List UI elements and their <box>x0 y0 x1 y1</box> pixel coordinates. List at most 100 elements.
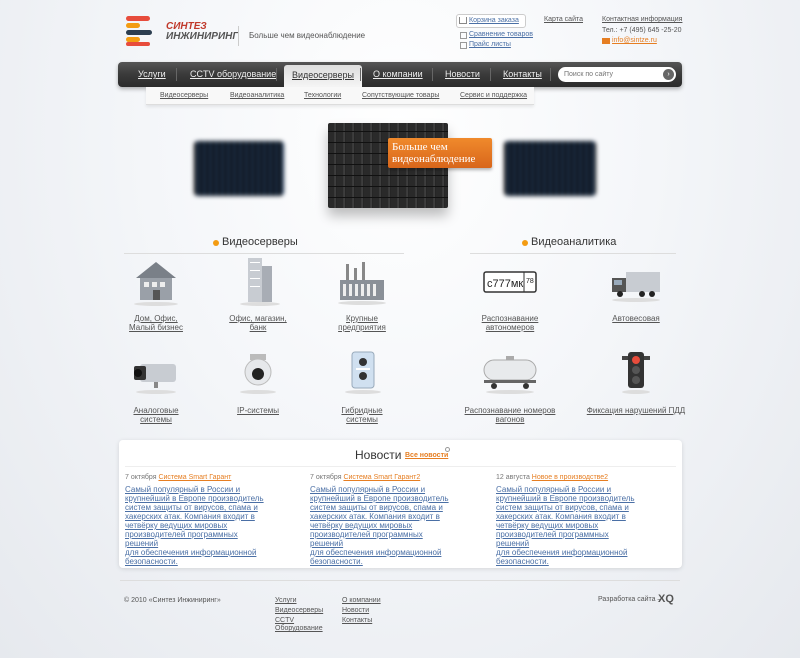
copyright: © 2010 «Синтез Инжиниринг» <box>124 597 221 604</box>
news-source-link[interactable]: Система Smart Гарант2 <box>343 474 421 481</box>
tile-ip-systems[interactable]: IP-системы <box>218 348 298 415</box>
cart-button[interactable]: Корзина заказа <box>456 14 526 28</box>
tile-traffic-violations[interactable]: Фиксация нарушений ПДД <box>586 348 686 415</box>
server-left-image <box>194 141 284 196</box>
nav-item-services[interactable]: Услуги <box>138 69 166 79</box>
tile-label: банк <box>249 323 267 332</box>
news-panel: Новости Все новости 7 октября Система Sm… <box>119 440 682 568</box>
license-plate-icon: с777мк 78 <box>480 256 540 308</box>
tile-label: Автовесовая <box>612 314 660 323</box>
compare-link[interactable]: Сравнение товаров <box>469 31 533 38</box>
subnav-related-goods[interactable]: Сопутствующие товары <box>362 92 440 99</box>
footer-divider <box>120 580 680 581</box>
news-date: 7 октября <box>310 474 342 481</box>
bullet-icon <box>213 240 219 246</box>
news-date: 12 августа <box>496 474 530 481</box>
contacts-title[interactable]: Контактная информация <box>602 16 683 23</box>
section-divider <box>124 253 404 254</box>
tile-home-office[interactable]: Дом, Офис,Малый бизнес <box>116 256 196 332</box>
tile-office-shop-bank[interactable]: Офис, магазин,банк <box>218 256 298 332</box>
company-logo[interactable]: СИНТЕЗ ИНЖИНИРИНГ <box>126 14 239 48</box>
nav-item-news[interactable]: Новости <box>445 69 480 79</box>
subnav-videoservers[interactable]: Видеосерверы <box>160 92 209 99</box>
truck-icon <box>606 256 666 308</box>
server-right-image <box>504 141 596 196</box>
subnav-videoanalytics[interactable]: Видеоаналитика <box>230 92 285 99</box>
tile-label: Малый бизнес <box>129 323 183 332</box>
tile-label: Фиксация нарушений ПДД <box>586 406 686 415</box>
subnav-technologies[interactable]: Технологии <box>304 92 342 99</box>
traffic-light-icon <box>606 348 666 400</box>
search-button[interactable]: › <box>663 69 674 80</box>
footer-link-videoservers[interactable]: Видеосерверы <box>275 607 324 614</box>
subnav-service[interactable]: Сервис и поддержка <box>460 92 528 99</box>
footer-link-equipment[interactable]: Оборудование <box>275 625 323 632</box>
rss-icon[interactable] <box>445 447 450 452</box>
hero-banner: Больше чем видеонаблюдение <box>120 105 680 225</box>
nav-item-cctv[interactable]: CCTV оборудование <box>190 69 277 79</box>
phone-number: Тел.: +7 (495) 645 -25-20 <box>602 27 682 34</box>
tile-label: Офис, магазин, <box>229 314 287 323</box>
section-divider <box>470 253 676 254</box>
nav-item-about[interactable]: О компании <box>373 69 423 79</box>
tile-label: Распознавание <box>481 314 539 323</box>
section-title-videoservers: Видеосерверы <box>222 236 298 248</box>
tile-label: Дом, Офис, <box>134 314 178 323</box>
tile-label: Аналоговые <box>133 406 179 415</box>
analog-camera-icon <box>126 348 186 400</box>
tile-label: предприятия <box>338 323 386 332</box>
hero-badge-line2: видеонаблюдение <box>392 153 476 165</box>
footer-link-about[interactable]: О компании <box>342 597 381 604</box>
email-link[interactable]: info@sintze.ru <box>612 37 657 44</box>
tile-label: Крупные <box>346 314 378 323</box>
section-title-videoanalytics: Видеоаналитика <box>531 236 617 248</box>
tile-label: вагонов <box>495 415 525 424</box>
news-item: 7 октября Система Smart Гарант2 Самый по… <box>310 474 450 566</box>
developer-credit: Разработка сайта – <box>598 596 662 603</box>
news-source-link[interactable]: Система Smart Гарант <box>158 474 232 481</box>
office-building-icon <box>228 256 288 308</box>
tile-truck-scales[interactable]: Автовесовая <box>596 256 676 323</box>
plate-text: с777мк <box>487 278 523 290</box>
tagline: Больше чем видеонаблюдение <box>238 26 365 46</box>
cart-label: Корзина заказа <box>469 17 519 24</box>
logo-mark-icon <box>126 14 154 46</box>
mail-icon <box>602 38 610 44</box>
house-icon <box>126 256 186 308</box>
cart-icon <box>459 17 467 24</box>
tile-label: системы <box>140 415 172 424</box>
footer-link-contacts[interactable]: Контакты <box>342 617 373 624</box>
footer-link-services[interactable]: Услуги <box>275 597 297 604</box>
tile-label: Распознавание номеров <box>464 406 556 415</box>
search-input[interactable] <box>558 67 676 82</box>
news-item: 12 августа Новое в производстве2 Самый п… <box>496 474 636 566</box>
nav-item-videoservers[interactable]: Видеосерверы <box>284 65 362 87</box>
bullet-icon <box>522 240 528 246</box>
pricelist-icon <box>460 42 467 49</box>
nav-item-contacts[interactable]: Контакты <box>503 69 542 79</box>
news-source-link[interactable]: Новое в производстве2 <box>531 474 609 481</box>
hero-badge: Больше чем видеонаблюдение <box>388 138 492 168</box>
footer-link-cctv[interactable]: CCTV <box>275 617 295 624</box>
news-title: Новости <box>355 448 402 462</box>
plate-region: 78 <box>526 278 534 285</box>
pricelists-link[interactable]: Прайс листы <box>469 41 511 48</box>
footer-link-news[interactable]: Новости <box>342 607 370 614</box>
factory-icon <box>332 256 392 308</box>
logo-line1: СИНТЕЗ <box>166 21 207 32</box>
sitemap-link[interactable]: Карта сайта <box>544 16 583 23</box>
all-news-link[interactable]: Все новости <box>405 452 449 459</box>
main-nav: Услуги CCTV оборудование Видеосерверы О … <box>118 62 682 87</box>
compare-icon <box>460 32 467 39</box>
tile-label: Гибридные <box>341 406 383 415</box>
developer-logo[interactable]: XQ <box>658 593 674 605</box>
dome-camera-icon <box>228 348 288 400</box>
